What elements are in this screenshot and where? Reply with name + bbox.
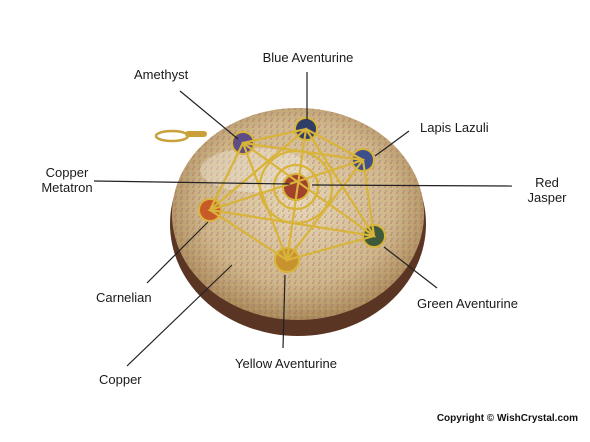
label-red-jasper-line2: Jasper [527, 190, 567, 205]
leader-yellow-aventurine [282, 274, 286, 349]
leader-green-aventurine [383, 246, 438, 289]
label-carnelian: Carnelian [96, 290, 152, 305]
label-copper: Copper [99, 372, 142, 387]
leader-lines [93, 72, 513, 367]
label-copper-metatron: Copper Metatron [37, 165, 97, 195]
bail [154, 129, 207, 143]
copyright-notice: Copyright © WishCrystal.com [436, 413, 578, 424]
label-copper-metatron-line1: Copper [45, 165, 89, 180]
label-red-jasper: Red Jasper [522, 175, 572, 205]
leader-copper [126, 264, 233, 367]
label-green-aventurine: Green Aventurine [417, 296, 518, 311]
leader-red-jasper [311, 184, 513, 187]
label-copper-metatron-line2: Metatron [41, 180, 93, 195]
leader-carnelian [146, 221, 209, 284]
leader-copper-metatron [93, 180, 291, 185]
leader-amethyst [179, 90, 239, 140]
label-blue-aventurine: Blue Aventurine [262, 50, 354, 65]
copper-metatron-figure [207, 127, 377, 263]
label-red-jasper-line1: Red [535, 175, 559, 190]
label-yellow-aventurine: Yellow Aventurine [235, 356, 337, 371]
label-lapis-lazuli: Lapis Lazuli [420, 120, 489, 135]
leader-lapis-lazuli [374, 130, 410, 157]
label-amethyst: Amethyst [134, 67, 189, 82]
resin-highlight [200, 148, 310, 192]
